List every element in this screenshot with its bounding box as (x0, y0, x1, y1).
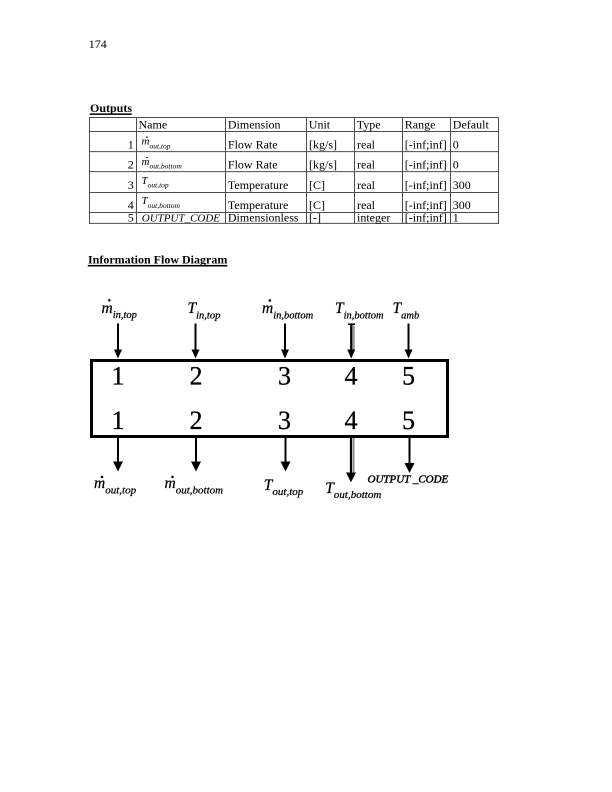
svg-text:[-inf;inf]: [-inf;inf] (405, 137, 447, 151)
svg-text:0: 0 (453, 158, 459, 172)
svg-text:Information Flow Diagram: Information Flow Diagram (88, 253, 227, 267)
svg-text:2: 2 (190, 362, 203, 391)
svg-text:real: real (357, 178, 376, 192)
svg-text:Unit: Unit (309, 117, 331, 131)
svg-text:[-inf;inf]: [-inf;inf] (405, 178, 447, 192)
svg-text:[kg/s]: [kg/s] (309, 158, 337, 172)
svg-text:5: 5 (128, 210, 134, 224)
svg-text:OUTPUT_CODE: OUTPUT_CODE (142, 212, 221, 224)
svg-text:Tin,top: Tin,top (188, 300, 221, 321)
svg-text:Name: Name (139, 117, 168, 131)
svg-text:300: 300 (453, 178, 471, 192)
svg-text:mout,top: mout,top (142, 136, 171, 151)
svg-text:2: 2 (128, 158, 134, 172)
svg-text:3: 3 (278, 406, 291, 435)
svg-text:Tout,top: Tout,top (264, 477, 304, 498)
svg-text:Dimensionless: Dimensionless (228, 210, 299, 224)
svg-text:Tout,bottom: Tout,bottom (142, 195, 181, 210)
svg-text:Type: Type (357, 117, 381, 131)
svg-text:3: 3 (128, 178, 134, 192)
svg-text:1: 1 (112, 406, 125, 435)
svg-text:4: 4 (345, 406, 358, 435)
svg-text:1: 1 (112, 362, 125, 391)
svg-text:mout,bottom: mout,bottom (142, 156, 183, 171)
svg-text:3: 3 (278, 362, 291, 391)
svg-text:min,top: min,top (102, 300, 137, 321)
svg-text:[C]: [C] (309, 198, 325, 212)
svg-text:[kg/s]: [kg/s] (309, 137, 337, 151)
svg-text:Flow Rate: Flow Rate (228, 158, 278, 172)
svg-text:min,bottom: min,bottom (262, 300, 314, 321)
svg-text:2: 2 (190, 406, 203, 435)
svg-text:174: 174 (89, 37, 107, 51)
svg-text:4: 4 (128, 198, 134, 212)
svg-text:Dimension: Dimension (228, 117, 281, 131)
svg-text:Tout,top: Tout,top (142, 175, 169, 190)
svg-text:Tin,bottom: Tin,bottom (335, 300, 384, 321)
svg-text:Temperature: Temperature (228, 178, 288, 192)
svg-text:Default: Default (453, 117, 490, 131)
svg-text:mout,top: mout,top (94, 475, 137, 496)
svg-text:5: 5 (402, 406, 415, 435)
svg-text:300: 300 (453, 198, 471, 212)
svg-text:0: 0 (453, 137, 459, 151)
svg-text:[-inf;inf]: [-inf;inf] (405, 158, 447, 172)
svg-text:OUTPUT _CODE: OUTPUT _CODE (368, 473, 449, 485)
svg-text:real: real (357, 137, 376, 151)
svg-text:real: real (357, 198, 376, 212)
svg-text:[-inf;inf]: [-inf;inf] (405, 198, 447, 212)
svg-text:Temperature: Temperature (228, 198, 288, 212)
svg-text:mout,bottom: mout,bottom (165, 475, 224, 496)
svg-text:Flow Rate: Flow Rate (228, 137, 278, 151)
svg-text:Outputs: Outputs (90, 101, 132, 115)
svg-text:[C]: [C] (309, 178, 325, 192)
svg-text:Tamb: Tamb (393, 300, 420, 321)
svg-text:real: real (357, 158, 376, 172)
svg-text:5: 5 (402, 362, 415, 391)
svg-text:Range: Range (405, 117, 436, 131)
svg-text:[-inf;inf]: [-inf;inf] (405, 210, 447, 224)
svg-text:4: 4 (345, 362, 358, 391)
svg-text:1: 1 (128, 137, 134, 151)
svg-text:integer: integer (357, 210, 390, 224)
svg-text:[-]: [-] (309, 210, 321, 224)
svg-text:1: 1 (453, 210, 459, 224)
